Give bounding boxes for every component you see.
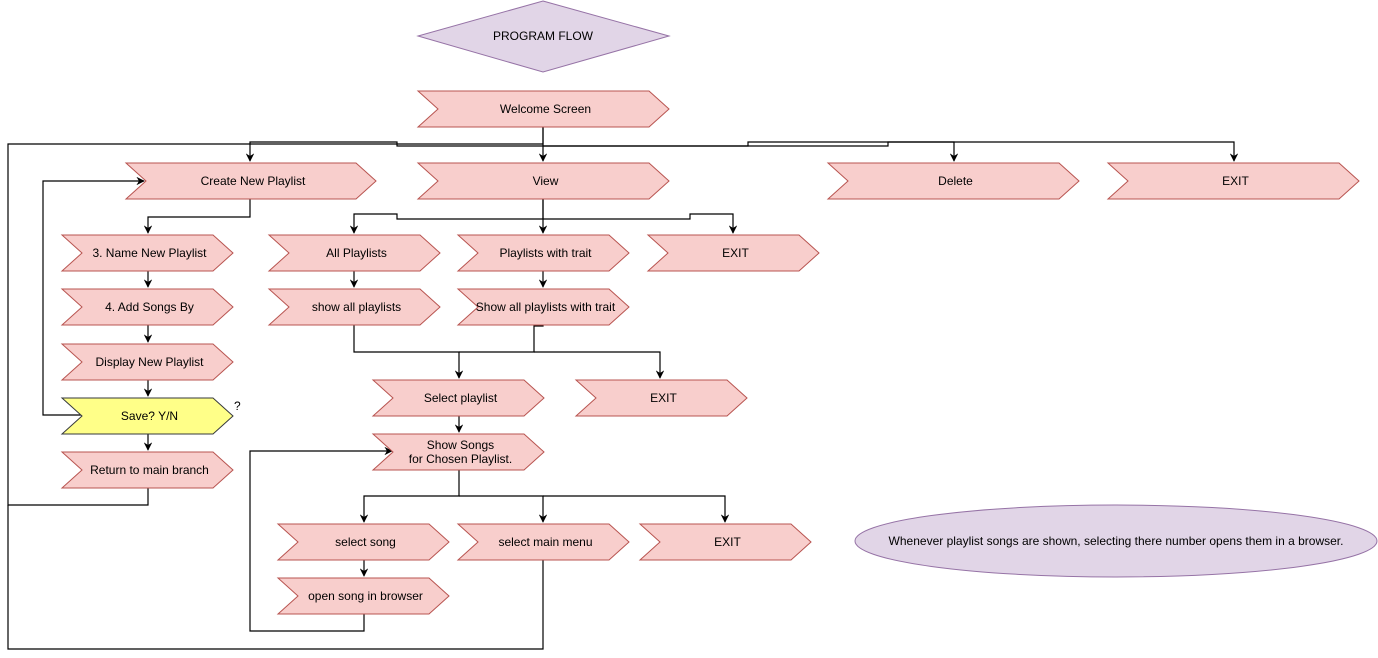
node-label: for Chosen Playlist. [409, 452, 512, 466]
node-name-playlist: 3. Name New Playlist [60, 234, 234, 272]
step-shape [371, 379, 545, 417]
step-shape [60, 343, 234, 381]
node-label: EXIT [650, 391, 677, 405]
edge-view-exit [543, 213, 738, 234]
node-label: View [533, 174, 559, 188]
node-label: Save? Y/N [121, 409, 178, 423]
node-label: Return to main branch [90, 463, 209, 477]
step-shape [276, 577, 450, 615]
edge-welcome-exit [543, 141, 1239, 162]
edge-view-all [349, 199, 544, 234]
node-add-songs: 4. Add Songs By [60, 288, 234, 326]
node-return-main: Return to main branch [60, 451, 234, 489]
node-save: Save? Y/N [60, 397, 234, 435]
step-shape [456, 288, 630, 326]
edges [7, 127, 1239, 650]
node-label: select main menu [498, 535, 592, 549]
node-show-trait: Show all playlists with trait [456, 288, 630, 326]
note-ellipse: Whenever playlist songs are shown, selec… [854, 504, 1378, 578]
node-open-browser: open song in browser [276, 577, 450, 615]
node-delete: Delete [826, 162, 1080, 200]
step-shape [416, 90, 670, 128]
note-text: Whenever playlist songs are shown, selec… [889, 534, 1344, 548]
step-shape [646, 234, 820, 272]
edge-songs-mainmenu [459, 495, 548, 523]
node-select-main-menu: select main menu [456, 523, 630, 561]
node-playlists-trait: Playlists with trait [456, 234, 630, 272]
node-view: View [416, 162, 670, 200]
edge-create-name [143, 199, 251, 234]
step-shape [276, 523, 450, 561]
title-text: PROGRAM FLOW [493, 29, 594, 43]
edge-open-songs [249, 446, 393, 632]
step-shape [267, 234, 441, 272]
node-label: Show all playlists with trait [476, 300, 616, 314]
step-shape [456, 523, 630, 561]
node-display-playlist: Display New Playlist [60, 343, 234, 381]
step-shape [60, 234, 234, 272]
node-label: Display New Playlist [95, 355, 204, 369]
step-shape [416, 162, 670, 200]
step-shape [124, 162, 377, 200]
edge-songs-exit [543, 495, 730, 523]
step-shape [638, 523, 812, 561]
node-label: Select playlist [424, 391, 498, 405]
node-label: EXIT [722, 246, 749, 260]
edge-showtrait-select [459, 325, 544, 353]
node-label: Create New Playlist [201, 174, 306, 188]
node-exit-select: EXIT [574, 379, 748, 417]
step-shape [574, 379, 748, 417]
step-shape [456, 234, 630, 272]
edge-mainmenu-loop [7, 505, 544, 650]
node-label: EXIT [1222, 174, 1249, 188]
step-shape [60, 451, 234, 489]
step-shape [371, 433, 545, 471]
node-exit-main: EXIT [1106, 162, 1360, 200]
node-label: All Playlists [326, 246, 387, 260]
node-show-all: show all playlists [267, 288, 441, 326]
save-annotation: ? [234, 399, 241, 413]
node-select-playlist: Select playlist [371, 379, 545, 417]
step-shape [1106, 162, 1360, 200]
step-shape [267, 288, 441, 326]
node-label: Welcome Screen [500, 102, 591, 116]
node-label: Delete [938, 174, 973, 188]
edge-return-main [7, 143, 543, 506]
node-label: EXIT [714, 535, 741, 549]
node-label: show all playlists [312, 300, 401, 314]
node-welcome: Welcome Screen [416, 90, 670, 128]
node-label: 3. Name New Playlist [92, 246, 207, 260]
title-diamond: PROGRAM FLOW [416, 0, 671, 73]
edge-save-create [42, 176, 145, 416]
node-select-song: select song [276, 523, 450, 561]
node-label: Show Songs [427, 438, 494, 452]
node-label: Playlists with trait [499, 246, 592, 260]
node-label: open song in browser [308, 589, 423, 603]
step-shape [60, 397, 234, 435]
step-shape [60, 288, 234, 326]
node-exit-songs: EXIT [638, 523, 812, 561]
edge-showall-select [353, 325, 464, 379]
step-shape [826, 162, 1080, 200]
node-create: Create New Playlist [124, 162, 377, 200]
node-label: 4. Add Songs By [105, 300, 194, 314]
node-exit-view: EXIT [646, 234, 820, 272]
node-all-playlists: All Playlists [267, 234, 441, 272]
edge-showtrait-exit [534, 351, 665, 379]
node-label: select song [335, 535, 396, 549]
edge-songs-selectsong [359, 470, 460, 523]
